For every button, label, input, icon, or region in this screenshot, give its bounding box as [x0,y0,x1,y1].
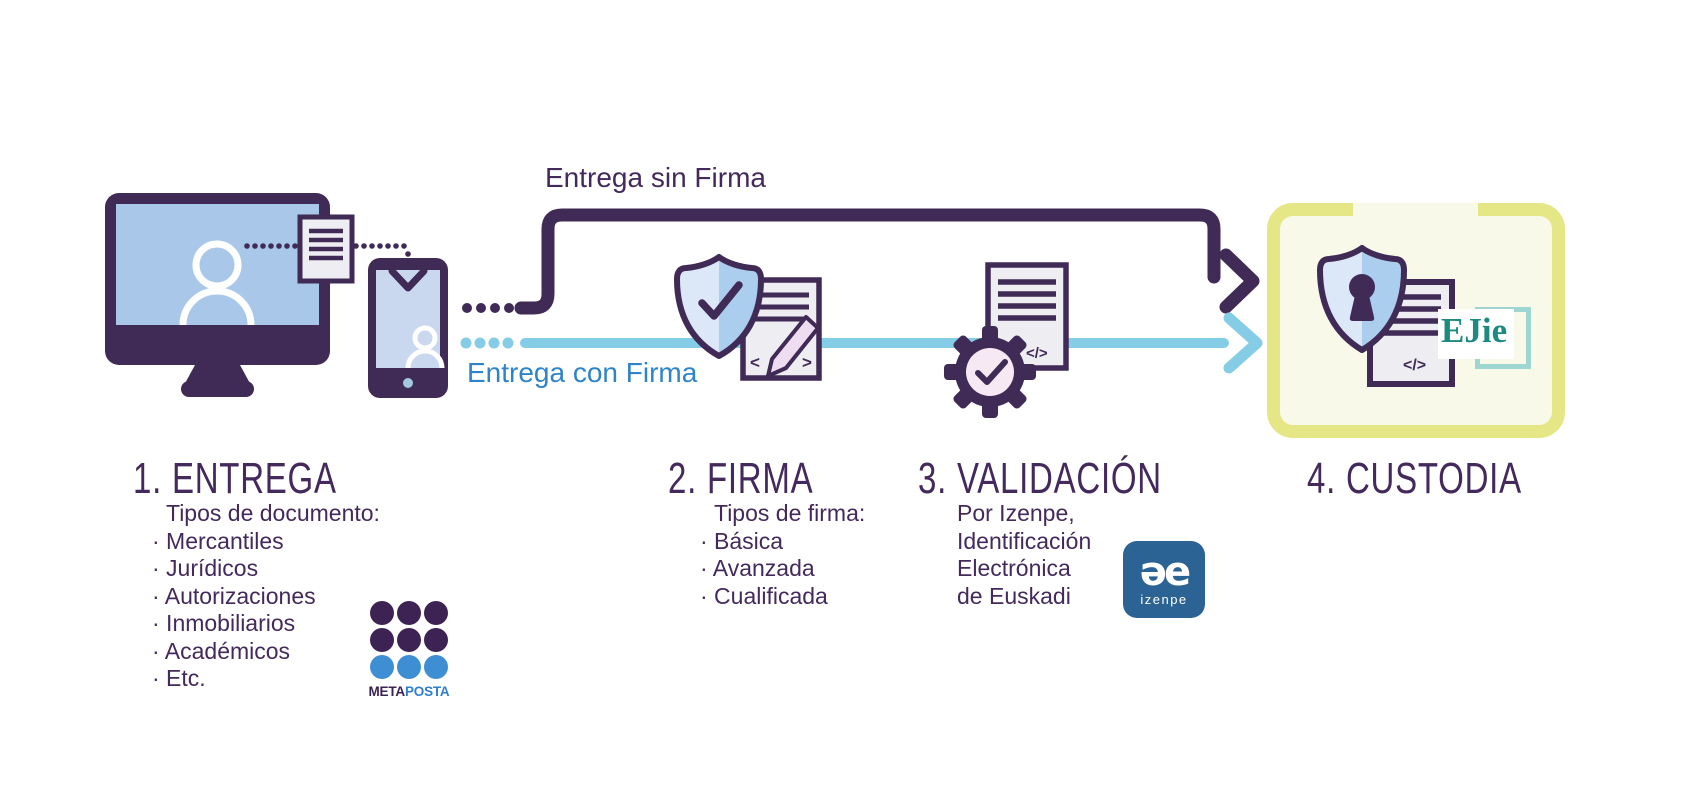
metaposta-dots-icon [370,601,448,679]
custody-shield-document-icon: </> [1317,245,1455,387]
checkmark-icon [698,281,743,320]
checkmark-icon [975,359,1008,385]
metaposta-logo-text: METAPOSTA [367,684,451,699]
list-item: · Autorizaciones [152,582,316,609]
document-types-list: Tipos de documento: · Mercantiles · Jurí… [152,500,380,693]
custody-container-gap [1353,203,1478,216]
metaposta-meta-text: META [368,684,406,699]
lock-shield-icon [1317,245,1407,353]
list-item: · Básica [700,527,784,554]
metaposta-logo: METAPOSTA [367,601,451,699]
ejie-logo: EJie [1438,303,1531,369]
gear-check-icon [944,326,1036,418]
pen-icon [766,315,820,378]
signature-types-list: Tipos de firma: · Básica · Avanzada · Cu… [700,500,865,610]
step-title-entrega: 1. ENTREGA [133,454,337,503]
description-line: Electrónica [957,555,1071,581]
dotted-transfer-line [244,243,411,289]
list-item: · Etc. [152,665,206,691]
ejie-logo-plate [1438,309,1514,359]
step-title-firma: 2. FIRMA [668,454,814,503]
label-entrega-sin-firma: Entrega sin Firma [545,162,766,193]
with-signature-arrow [460,312,1263,374]
download-chevron-icon [388,267,428,292]
smartphone-icon [368,258,448,398]
list-item: · Cualificada [700,582,828,609]
step-title-validacion: 3. VALIDACIÓN [918,454,1162,503]
list-item: · Académicos [152,637,291,664]
delivery-devices-illustration [105,193,448,398]
list-item: · Inmobiliarios [152,610,296,636]
code-glyph: </> [1403,357,1426,374]
metaposta-posta-text: POSTA [404,684,450,699]
izenpe-logo: əe izenpe [1123,541,1205,618]
angle-left-glyph: < [750,353,760,372]
izenpe-name: izenpe [1140,591,1188,607]
label-entrega-con-firma: Entrega con Firma [467,357,698,388]
list-item: · Jurídicos [152,555,259,581]
description-line: de Euskadi [957,582,1071,609]
document-transfer-icon [297,214,355,284]
code-glyph: </> [1026,345,1048,362]
list-item: · Avanzada [700,555,815,581]
description-line: Por Izenpe, [957,500,1075,526]
ejie-logo-text: EJie [1441,311,1508,350]
code-document-icon: </> [985,262,1069,371]
desktop-monitor-icon [105,193,330,397]
izenpe-symbol: əe [1139,548,1191,595]
description-line: Identificación [957,527,1092,554]
step-title-custodia: 4. CUSTODIA [1307,454,1522,503]
validation-document-gear-icon: </> [944,262,1069,418]
list-subtitle: Tipos de firma: [714,500,866,526]
validation-description: Por Izenpe, Identificación Electrónica d… [957,500,1091,610]
angle-right-glyph: > [802,353,812,372]
check-shield-icon [674,254,764,359]
no-signature-arrow [462,208,1260,315]
flow-arrows [460,208,1263,374]
signature-shield-document-icon: < > [674,254,822,381]
list-item: · Mercantiles [152,527,284,554]
list-subtitle: Tipos de documento: [166,500,380,526]
